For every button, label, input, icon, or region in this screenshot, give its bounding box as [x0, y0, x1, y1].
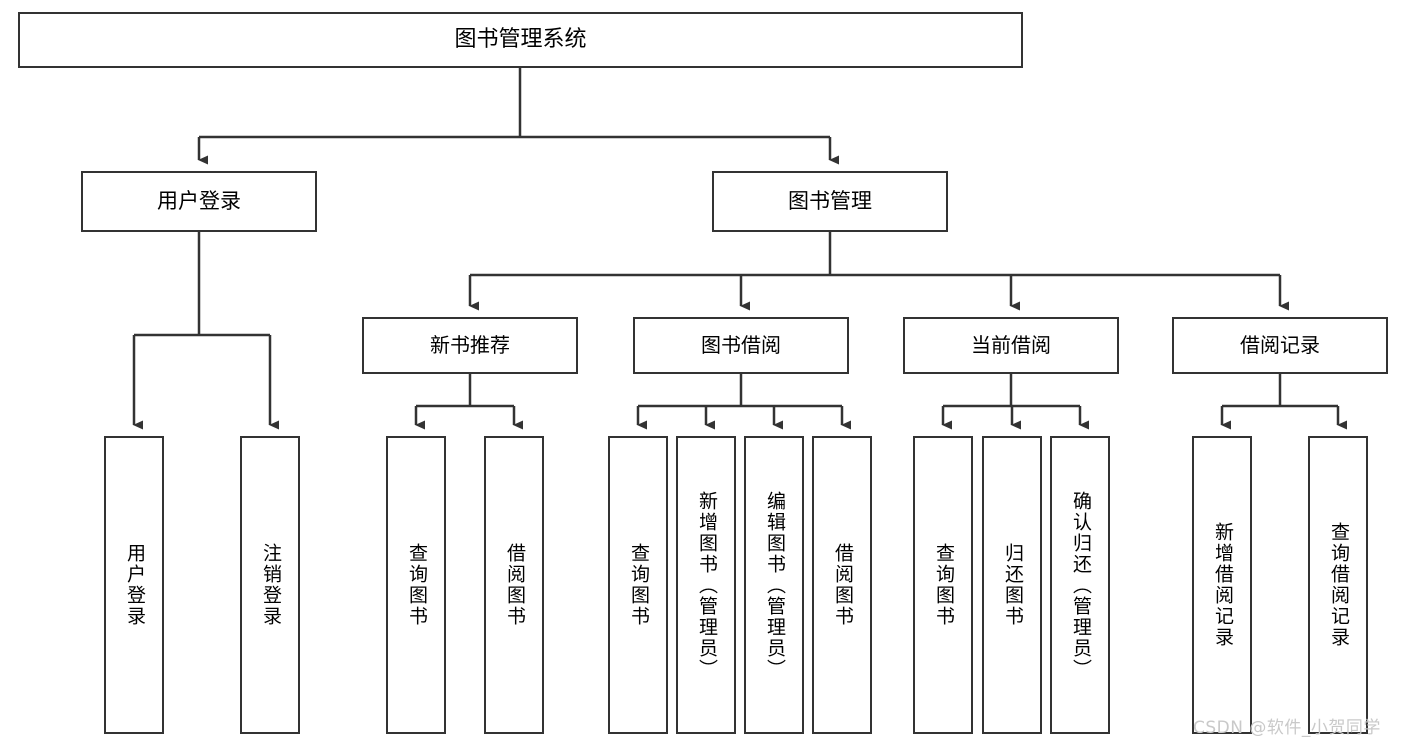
node-label: 图书借阅 — [701, 332, 781, 357]
node-leaf-query-book-borrow[interactable]: 查询图书 — [608, 436, 668, 734]
node-leaf-query-borrow-record[interactable]: 查询借阅记录 — [1308, 436, 1368, 734]
node-label: 查询图书 — [405, 543, 428, 627]
node-label: 查询图书 — [627, 543, 650, 627]
node-label: 图书管理系统 — [454, 27, 587, 53]
node-label: 注销登录 — [259, 543, 282, 627]
node-book-management[interactable]: 图书管理 — [712, 171, 948, 232]
node-leaf-query-book-recommend[interactable]: 查询图书 — [386, 436, 446, 734]
node-label: 新增图书（管理员） — [695, 490, 718, 680]
node-leaf-query-book-current[interactable]: 查询图书 — [913, 436, 973, 734]
node-leaf-add-borrow-record[interactable]: 新增借阅记录 — [1192, 436, 1252, 734]
node-label: 图书管理 — [788, 189, 872, 214]
node-leaf-logout[interactable]: 注销登录 — [240, 436, 300, 734]
connector-lines — [132, 68, 1347, 430]
node-label: 借阅记录 — [1240, 332, 1320, 357]
node-user-login[interactable]: 用户登录 — [81, 171, 317, 232]
node-leaf-user-login[interactable]: 用户登录 — [104, 436, 164, 734]
csdn-watermark: CSDN @软件_小贺同学 — [1193, 718, 1381, 738]
node-new-book-recommend[interactable]: 新书推荐 — [362, 317, 578, 374]
node-leaf-edit-book-admin[interactable]: 编辑图书（管理员） — [744, 436, 804, 734]
node-label: 编辑图书（管理员） — [763, 490, 786, 680]
node-label: 新书推荐 — [430, 332, 510, 357]
node-label: 当前借阅 — [971, 332, 1051, 357]
node-label: 借阅图书 — [503, 543, 526, 627]
node-label: 确认归还（管理员） — [1069, 490, 1092, 680]
node-label: 归还图书 — [1001, 543, 1024, 627]
node-label: 查询图书 — [932, 543, 955, 627]
node-label: 借阅图书 — [831, 543, 854, 627]
node-leaf-borrow-book-recommend[interactable]: 借阅图书 — [484, 436, 544, 734]
node-leaf-confirm-return-admin[interactable]: 确认归还（管理员） — [1050, 436, 1110, 734]
node-borrow-record[interactable]: 借阅记录 — [1172, 317, 1388, 374]
node-leaf-add-book-admin[interactable]: 新增图书（管理员） — [676, 436, 736, 734]
node-current-borrow[interactable]: 当前借阅 — [903, 317, 1119, 374]
node-label: 新增借阅记录 — [1211, 522, 1234, 648]
node-label: 查询借阅记录 — [1327, 522, 1350, 648]
node-leaf-borrow-book[interactable]: 借阅图书 — [812, 436, 872, 734]
node-label: 用户登录 — [123, 543, 146, 627]
node-root-book-management-system[interactable]: 图书管理系统 — [18, 12, 1023, 68]
node-label: 用户登录 — [157, 189, 241, 214]
node-book-borrow[interactable]: 图书借阅 — [633, 317, 849, 374]
node-leaf-return-book[interactable]: 归还图书 — [982, 436, 1042, 734]
